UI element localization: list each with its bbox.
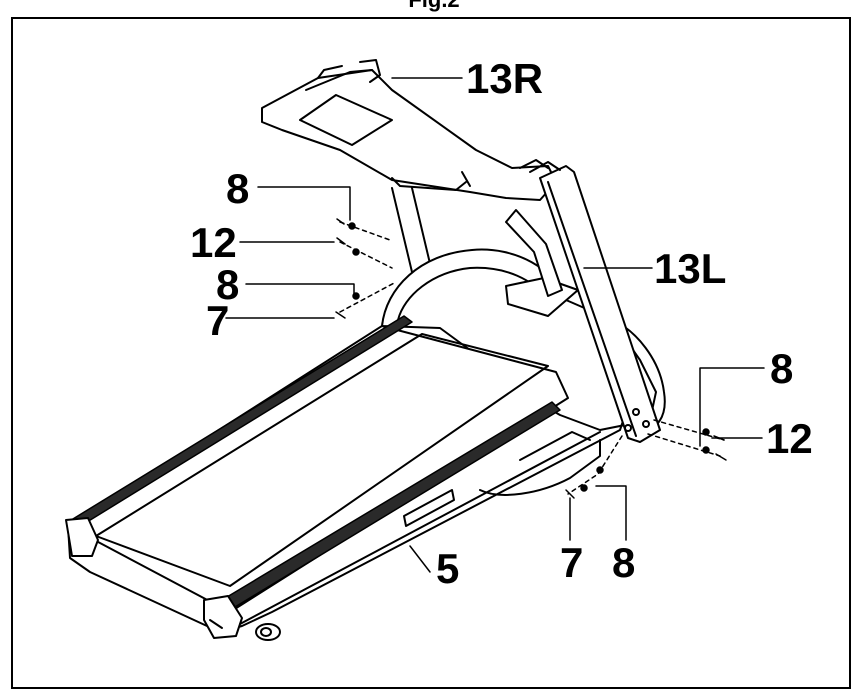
label-13R: 13R bbox=[466, 55, 544, 102]
left-upright-13L bbox=[529, 161, 661, 443]
treadmill-deck bbox=[65, 315, 627, 641]
label-left-12: 12 bbox=[190, 219, 237, 266]
bottom-bolt-group bbox=[565, 435, 623, 499]
left-bolt-group bbox=[335, 218, 397, 319]
label-13L: 13L bbox=[654, 245, 727, 292]
rear-upright bbox=[391, 187, 433, 273]
label-right-12: 12 bbox=[766, 415, 813, 462]
label-right-upper-8: 8 bbox=[770, 345, 794, 392]
label-left-lower-8: 8 bbox=[216, 261, 240, 308]
leader-lines bbox=[225, 77, 765, 573]
label-left-7: 7 bbox=[206, 297, 230, 344]
label-bottom-7: 7 bbox=[560, 539, 584, 586]
right-bolt-group bbox=[647, 419, 727, 461]
figure-title: Fig.2 bbox=[0, 0, 868, 13]
label-left-upper-8: 8 bbox=[226, 165, 250, 212]
label-bottom-8: 8 bbox=[612, 539, 636, 586]
label-5: 5 bbox=[436, 545, 460, 592]
